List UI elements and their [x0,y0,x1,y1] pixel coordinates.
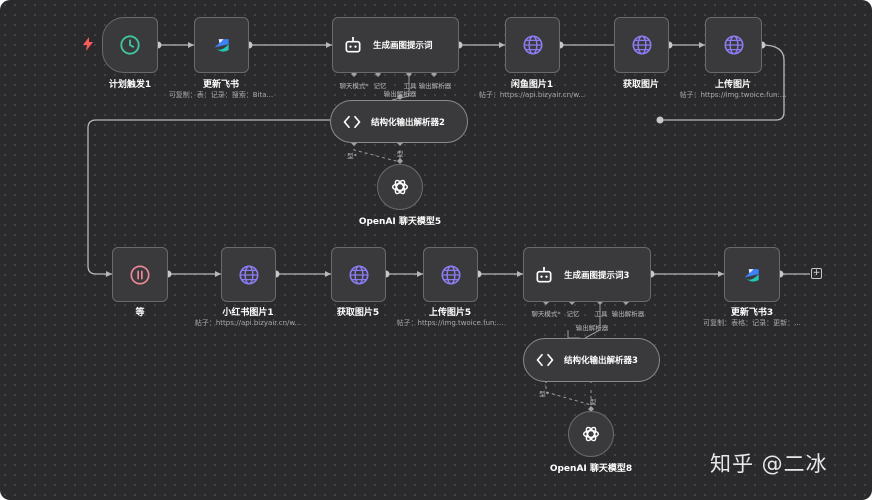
port-label-output-parser: 输出解析器 [575,324,609,332]
node-label: 结构化输出解析器2 [371,117,445,128]
globe-icon [522,35,543,55]
node-title: OpenAI 聊天模型8 [549,464,633,474]
robot-icon [536,266,552,282]
feishu-logo-icon [744,268,759,282]
port-label-memory: 记忆 [566,310,580,318]
code-brackets-icon [536,353,554,367]
openai-chat-model-node[interactable] [568,411,614,457]
globe-icon [348,264,369,285]
http-request-node[interactable] [331,247,386,302]
node-title: 上传图片5 [428,308,472,318]
feishu-logo-icon [214,39,229,52]
node-label: 结构化输出解析器3 [564,356,638,366]
globe-icon [631,35,652,55]
http-request-node[interactable] [614,17,669,73]
output-parser-node[interactable]: 结构化输出解析器2 [330,100,468,143]
port-label-chat-model: 聊天模式* [339,82,369,90]
openai-logo-icon [391,179,409,195]
http-request-node[interactable] [423,247,478,302]
node-title: 计划触发1 [108,80,152,90]
node-subtitle: 帖子：https://img.twoice.fun:... [396,319,504,327]
node-title: 上传图片 [714,80,752,90]
globe-icon [723,35,744,55]
wait-node[interactable] [112,247,168,302]
ai-agent-node[interactable]: 生成画图提示词 [332,17,459,73]
port-label-tool: 工具 [594,310,608,318]
update-feishu-node[interactable] [194,17,249,73]
node-subtitle: 帖子：https://api.bizyair.cn/w... [194,319,302,327]
node-title: 获取图片5 [336,308,380,318]
clock-icon [120,35,140,55]
node-title: 获取图片 [622,80,660,90]
node-subtitle: 可复制：表：记录：搜索：Bita... [168,91,274,99]
port-label-model: 型* [539,390,549,398]
port-label-model: 型* [347,152,357,160]
code-brackets-icon [343,115,361,128]
globe-icon [238,264,259,285]
node-label: 生成画图提示词 [373,41,433,51]
http-request-node[interactable] [221,247,276,302]
globe-icon [440,264,461,285]
update-feishu-node[interactable] [724,247,780,302]
http-request-node[interactable] [505,17,560,73]
lightning-bolt-icon [83,37,93,51]
openai-logo-icon [582,426,600,442]
node-title: 等 [135,308,145,318]
watermark: 知乎 @二冰 [710,452,828,476]
node-title: 更新飞书 [202,80,240,90]
add-node-button[interactable]: + [811,268,822,279]
node-subtitle: 帖子：https://api.bizyair.cn/w... [478,91,586,99]
port-label-tool: 工具 [403,82,417,90]
port-label-output-parser: 输出解析器 [383,90,417,98]
node-title: 闲鱼图片1 [510,80,554,90]
node-label: 生成画图提示词3 [564,270,630,281]
http-request-node[interactable] [705,17,762,73]
pause-icon [130,264,150,285]
openai-chat-model-node[interactable] [377,164,423,210]
node-title: 小红书图片1 [222,308,274,318]
ai-agent-node[interactable]: 生成画图提示词3 [523,247,651,302]
robot-icon [345,36,361,53]
schedule-trigger-node[interactable] [102,17,158,73]
port-label-memory: 记忆 [373,82,387,90]
output-parser-node[interactable]: 结构化输出解析器3 [523,338,660,382]
node-subtitle: 可复制：表格：记录：更新：... [703,319,801,327]
node-title: 更新飞书3 [730,308,774,318]
port-label-output-parser: 输出解析器 [418,82,452,90]
port-label-model: 型 [396,150,404,158]
node-subtitle: 帖子：https://img.twoice.fun:... [679,91,787,99]
port-label-chat-model: 聊天模式* [531,310,561,318]
node-title: OpenAI 聊天模型5 [358,217,442,227]
port-label-output-parser: 输出解析器 [611,310,645,318]
port-label-model: 型 [589,398,597,406]
